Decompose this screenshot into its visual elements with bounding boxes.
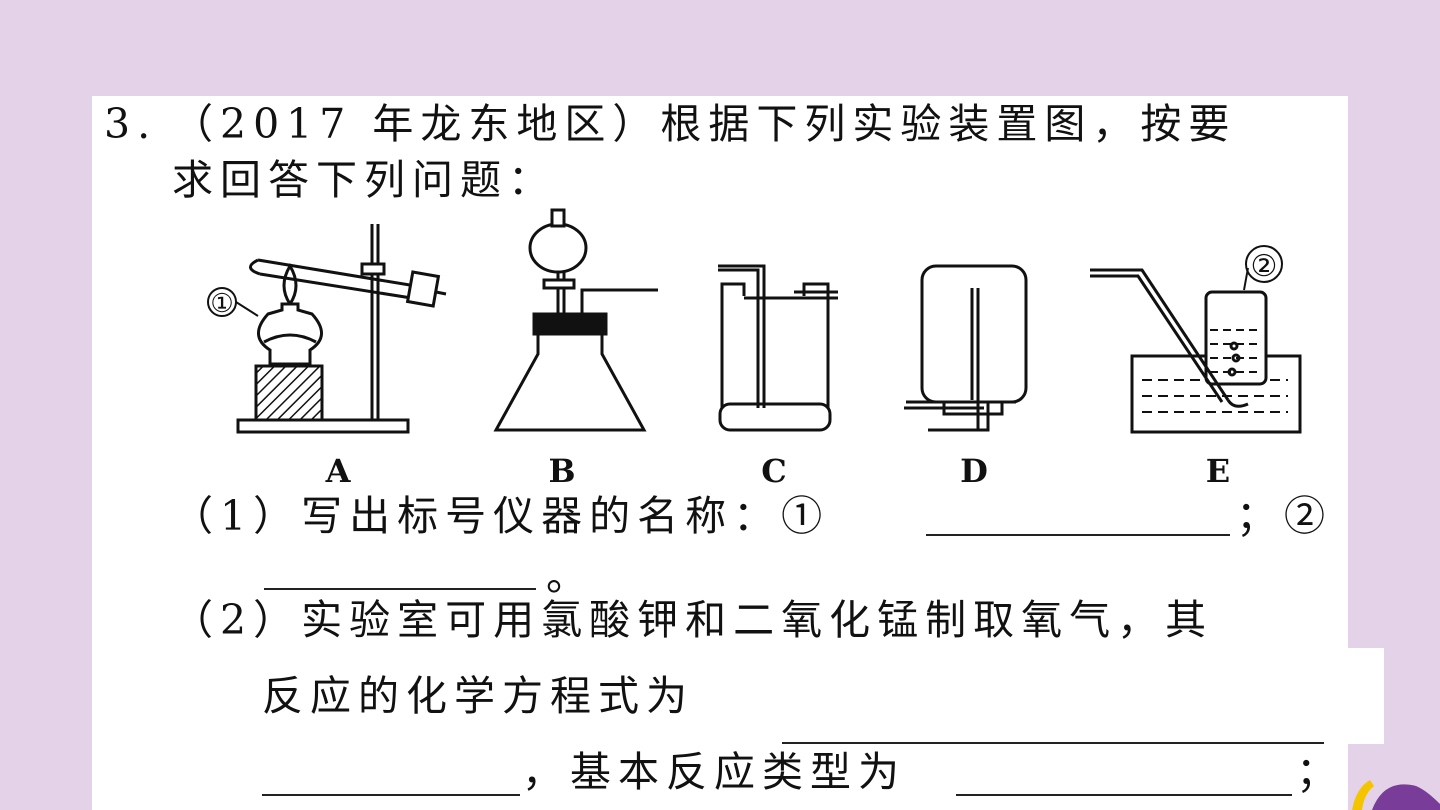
answer-blank-reaction-type[interactable] [956,794,1292,796]
part2-line3-end: ； [1296,748,1344,796]
white-patch [1348,648,1384,744]
part2-line2: 反应的化学方程式为 [262,672,694,720]
corner-decoration [1352,780,1440,810]
label-c: C [761,452,787,490]
apparatus-e: ② [1090,245,1302,434]
answer-blank-2[interactable] [264,588,536,590]
answer-blank-equation-cont[interactable] [262,794,520,796]
apparatus-figure: ① [207,208,1302,434]
label-d: D [960,452,988,490]
apparatus-b [493,208,658,432]
label-e: E [1205,452,1231,490]
question-intro-line1: （2017 年龙东地区）根据下列实验装置图，按要 [172,100,1237,148]
part2-line3-mid: ，基本反应类型为 [522,748,906,796]
question-number: 3. [104,100,158,148]
apparatus-d [904,264,1028,432]
question-intro-line2: 求回答下列问题： [172,156,556,204]
part1-prefix: （1）写出标号仪器的名称：① [172,492,830,540]
part1-end: 。 [546,552,594,600]
label-b: B [548,452,576,490]
label-a: A [325,452,351,490]
apparatus-c [718,264,838,432]
marker-2: ② [1251,249,1278,284]
answer-blank-1[interactable] [926,534,1230,536]
answer-blank-equation[interactable] [782,742,1324,744]
part1-middle: ；② [1236,492,1332,540]
apparatus-a: ① [207,224,447,434]
marker-1: ① [210,289,233,319]
question-card [92,96,1348,810]
part2-line1: （2）实验室可用氯酸钾和二氧化锰制取氧气，其 [172,596,1214,644]
